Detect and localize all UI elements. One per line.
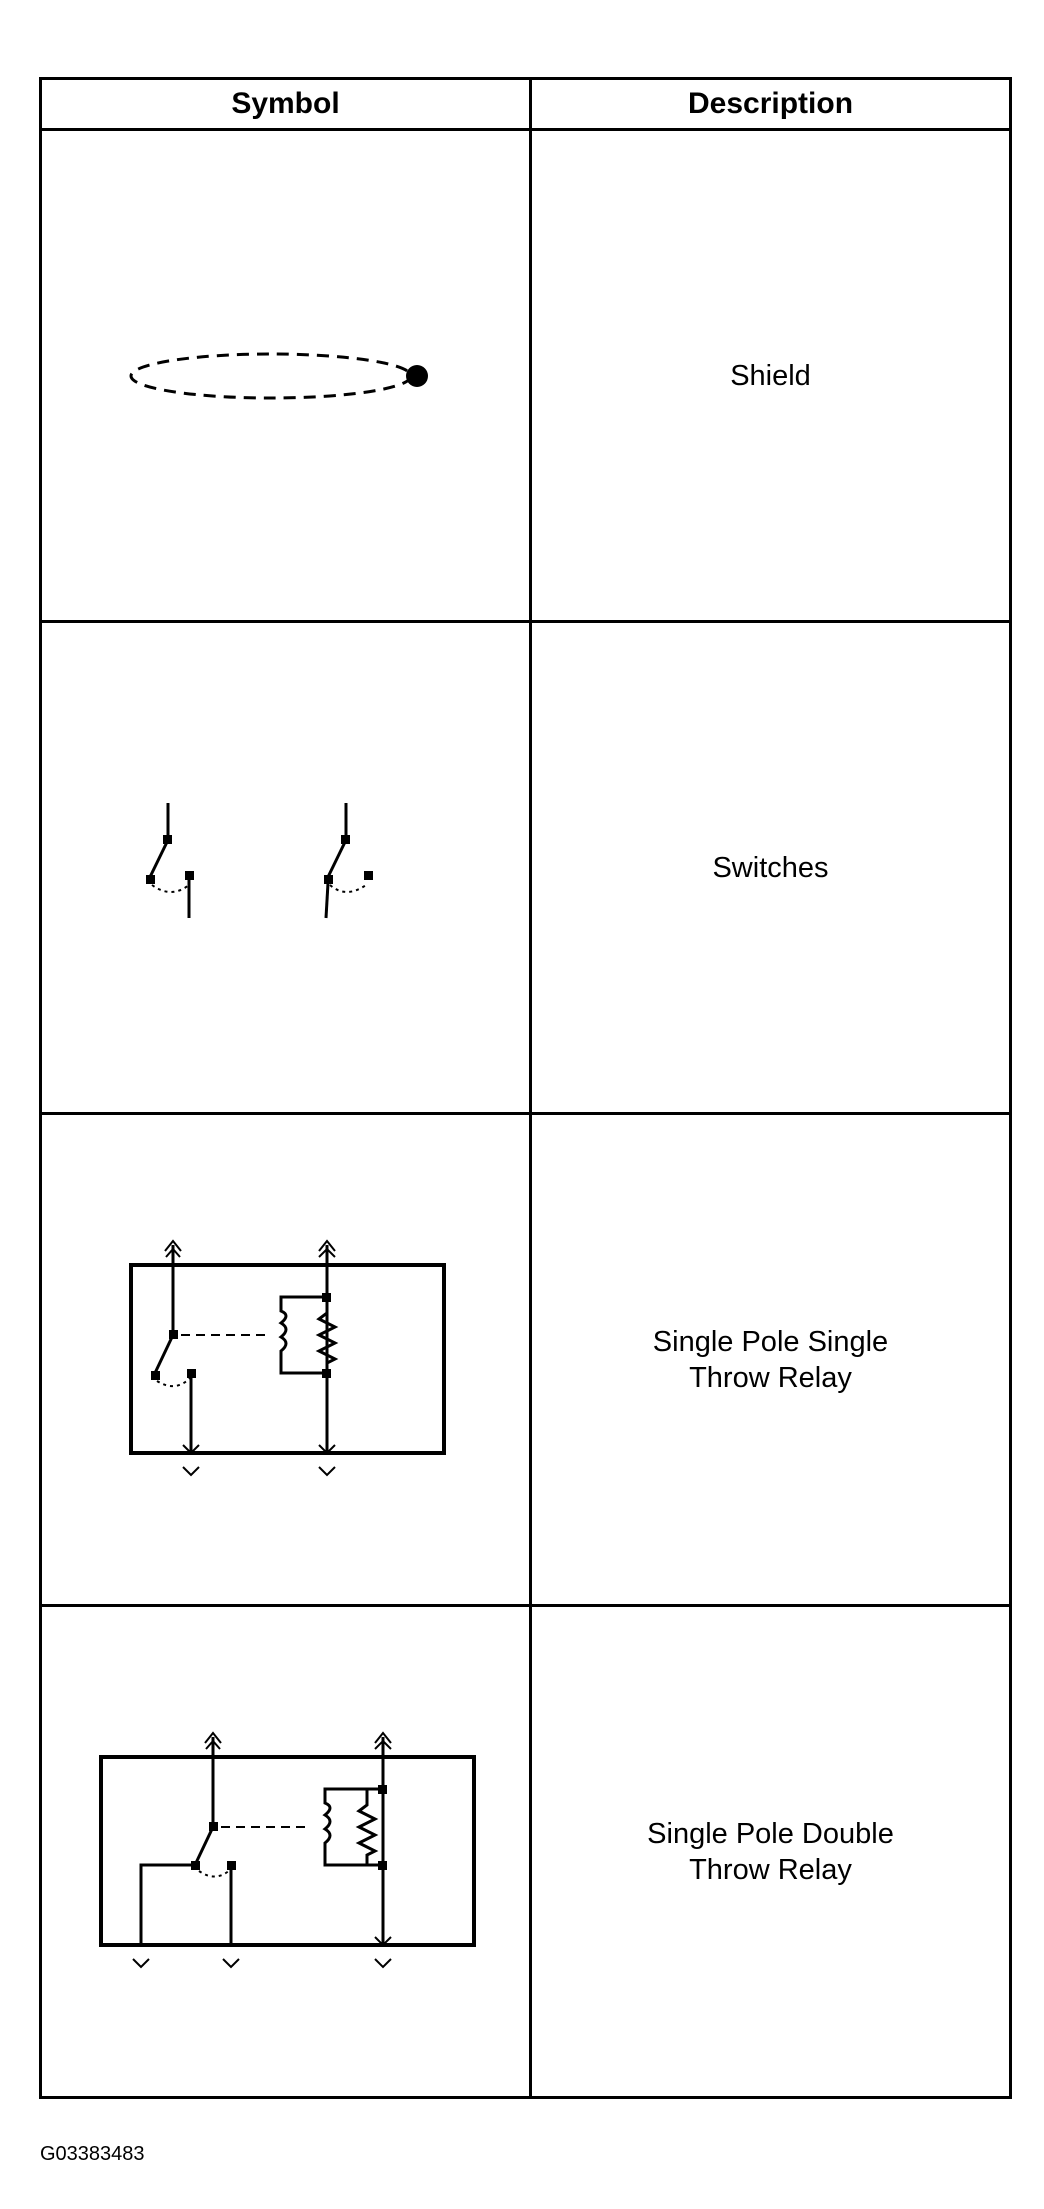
description-line-2: Throw Relay bbox=[689, 1853, 852, 1886]
table-row-shield: Shield bbox=[39, 128, 1012, 623]
header-row: Symbol Description bbox=[39, 77, 1012, 131]
symbol-cell bbox=[39, 1604, 532, 2099]
description-cell: Shield bbox=[529, 128, 1012, 623]
description-cell: Single Pole Single Throw Relay bbox=[529, 1112, 1012, 1607]
symbol-cell bbox=[39, 128, 532, 623]
shield-symbol-icon bbox=[129, 352, 428, 399]
description-text: Single Pole Double Throw Relay bbox=[647, 1816, 894, 1888]
table-row-spdt-relay: Single Pole Double Throw Relay bbox=[39, 1604, 1012, 2099]
description-line-2: Throw Relay bbox=[689, 1361, 852, 1394]
description-column-header: Description bbox=[529, 77, 1012, 131]
description-text: Switches bbox=[712, 851, 829, 884]
description-cell: Single Pole Double Throw Relay bbox=[529, 1604, 1012, 2099]
description-text: Shield bbox=[730, 359, 811, 392]
description-line-1: Single Pole Double bbox=[647, 1817, 894, 1850]
table-row-spst-relay: Single Pole Single Throw Relay bbox=[39, 1112, 1012, 1607]
table-row-switches: Switches bbox=[39, 620, 1012, 1115]
switch-open-icon bbox=[145, 802, 194, 918]
symbol-cell bbox=[39, 1112, 532, 1607]
switches-symbol-icon bbox=[145, 802, 373, 918]
symbol-column-header: Symbol bbox=[39, 77, 532, 131]
switch-closed-icon bbox=[323, 802, 373, 918]
description-line-1: Single Pole Single bbox=[652, 1325, 889, 1358]
symbol-table: Symbol Description Shield bbox=[39, 77, 1012, 2099]
spst-relay-symbol-icon bbox=[128, 1238, 446, 1476]
description-cell: Switches bbox=[529, 620, 1012, 1115]
figure-id: G03383483 bbox=[40, 2143, 145, 2165]
spdt-relay-symbol-icon bbox=[98, 1730, 476, 1968]
symbol-cell bbox=[39, 620, 532, 1115]
description-text: Single Pole Single Throw Relay bbox=[653, 1324, 888, 1396]
